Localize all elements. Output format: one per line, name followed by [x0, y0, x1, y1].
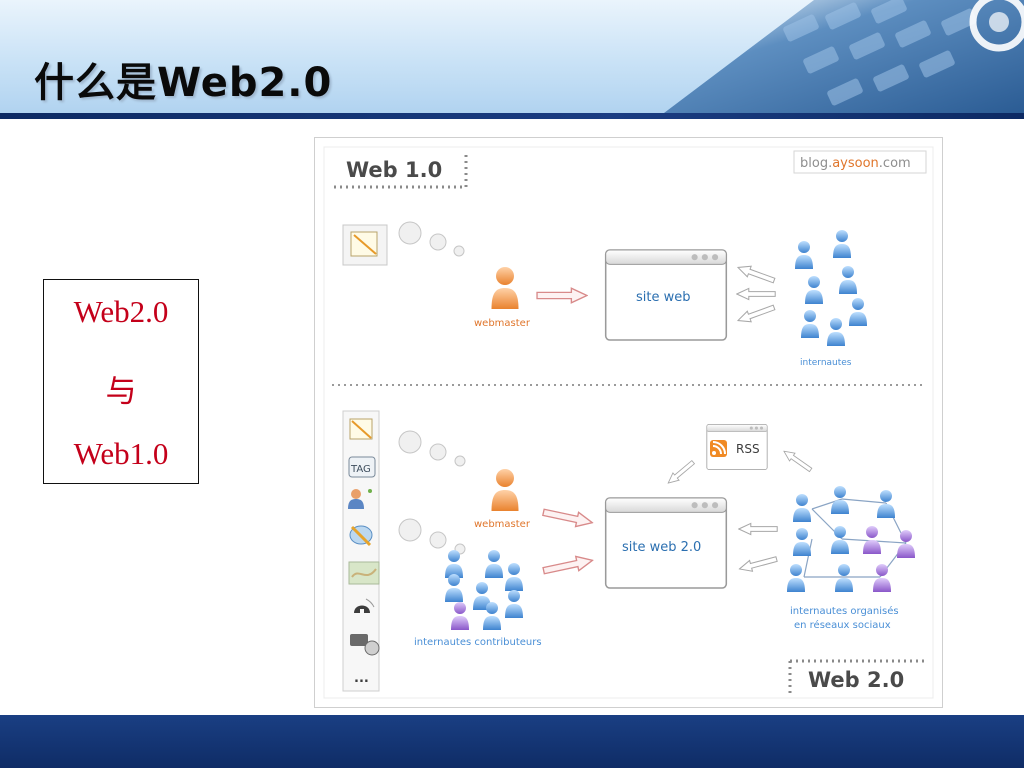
webmaster-user-icon: webmaster [474, 267, 531, 329]
web2-section-label: Web 2.0 [788, 659, 926, 693]
page-title: 什么是Web2.0 [34, 60, 333, 106]
rss-window: RSS [706, 424, 768, 470]
label-web1: Web1.0 [73, 436, 169, 471]
camera-film-icon [350, 634, 380, 656]
network-label-line1: internautes organisés [790, 605, 899, 617]
label-web2: Web2.0 [73, 294, 169, 329]
header-divider [0, 113, 1024, 119]
webmaster-user-icon: webmaster [474, 469, 531, 530]
label-with: 与 [105, 374, 137, 409]
web1-vs-web2-diagram: Web 1.0 blog.aysoon.com webmaster site w… [314, 137, 943, 708]
thought-bubbles-web1 [398, 221, 465, 257]
network-label-line2: en réseaux sociaux [794, 619, 891, 631]
contributors-label: internautes contributeurs [414, 637, 542, 648]
notepad-icon [349, 418, 373, 440]
slide-header: 什么是Web2.0 [0, 0, 1024, 113]
webmaster-label-web2: webmaster [474, 519, 531, 530]
phone-icon [354, 598, 375, 613]
notepad-icon [342, 224, 388, 266]
internautes-label: internautes [800, 358, 852, 368]
chat-user-icon [348, 489, 372, 509]
site-web-2-window: site web 2.0 [604, 497, 728, 589]
webmaster-label-web1: webmaster [474, 318, 531, 329]
watermark-prefix: blog. [800, 156, 832, 171]
web2-label-text: Web 2.0 [808, 668, 904, 692]
site-web-2-label: site web 2.0 [622, 540, 701, 555]
globe-pen-icon [349, 525, 373, 547]
tag-icon: TAG [348, 456, 376, 478]
comparison-label-box: Web2.0 与 Web1.0 [43, 279, 199, 484]
web1-section-label: Web 1.0 [334, 155, 468, 189]
more-tools-label: ... [354, 671, 369, 686]
site-web-window: site web [604, 249, 728, 341]
site-web-label: site web [636, 290, 691, 305]
watermark-suffix: .com [879, 156, 911, 171]
thought-bubbles-web2 [398, 430, 466, 555]
map-icon [348, 561, 380, 585]
svg-text:blog.aysoon.com: blog.aysoon.com [800, 156, 911, 171]
tag-icon-label: TAG [350, 464, 371, 475]
blog-watermark: blog.aysoon.com [793, 150, 927, 174]
web1-label-text: Web 1.0 [346, 158, 442, 182]
slide-footer [0, 715, 1024, 768]
keyboard-banner-art [664, 0, 1024, 113]
rss-label: RSS [736, 442, 760, 456]
watermark-brand: aysoon [832, 156, 879, 171]
